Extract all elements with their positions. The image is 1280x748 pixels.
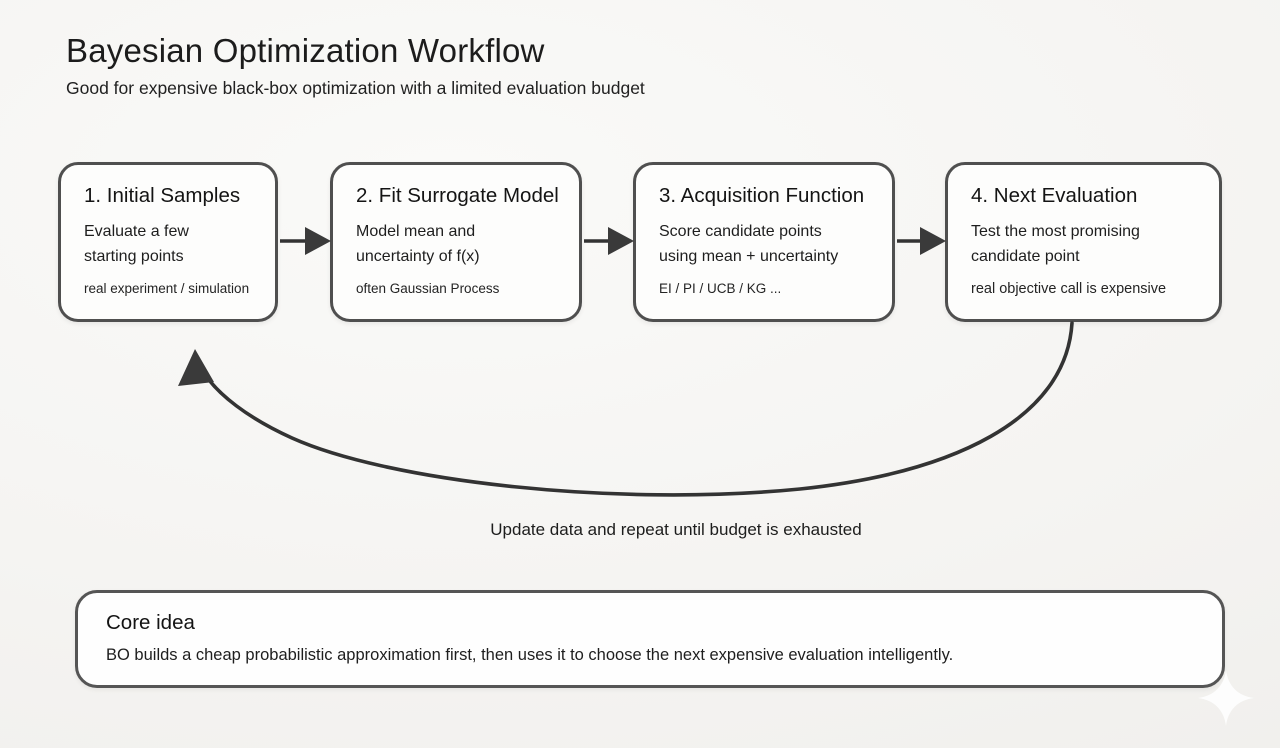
step-body: Evaluate a few starting points (84, 223, 189, 266)
core-idea-box: Core idea BO builds a cheap probabilisti… (75, 590, 1225, 688)
step-box-initial-samples: 1. Initial Samples Evaluate a few starti… (58, 162, 278, 322)
core-idea-body: BO builds a cheap probabilistic approxim… (106, 646, 954, 664)
step-heading: 4. Next Evaluation (971, 184, 1138, 207)
step-note: real objective call is expensive (971, 280, 1167, 297)
loop-arrow-icon (178, 321, 1074, 497)
flow-arrow-2-icon (584, 227, 634, 255)
flow-arrow-1-icon (280, 227, 331, 255)
page-subtitle: Good for expensive black-box optimizatio… (66, 78, 645, 98)
loop-label: Update data and repeat until budget is e… (490, 520, 862, 539)
core-idea-heading: Core idea (106, 611, 195, 634)
step-heading: 1. Initial Samples (84, 184, 241, 207)
step-body: Test the most promising candidate point (971, 223, 1140, 266)
step-box-next-evaluation: 4. Next Evaluation Test the most promisi… (945, 162, 1222, 322)
step-note: EI / PI / UCB / KG ... (659, 280, 782, 296)
step-heading: 2. Fit Surrogate Model (356, 184, 559, 207)
flow-arrow-3-icon (897, 227, 946, 255)
step-body: Model mean and uncertainty of f(x) (356, 223, 480, 266)
step-note: often Gaussian Process (356, 280, 500, 296)
step-body: Score candidate points using mean + unce… (659, 223, 839, 266)
step-note: real experiment / simulation (84, 280, 250, 296)
step-heading: 3. Acquisition Function (659, 184, 865, 207)
step-box-acquisition-function: 3. Acquisition Function Score candidate … (633, 162, 895, 322)
page-title: Bayesian Optimization Workflow (66, 32, 545, 69)
step-box-fit-surrogate-model: 2. Fit Surrogate Model Model mean and un… (330, 162, 582, 322)
